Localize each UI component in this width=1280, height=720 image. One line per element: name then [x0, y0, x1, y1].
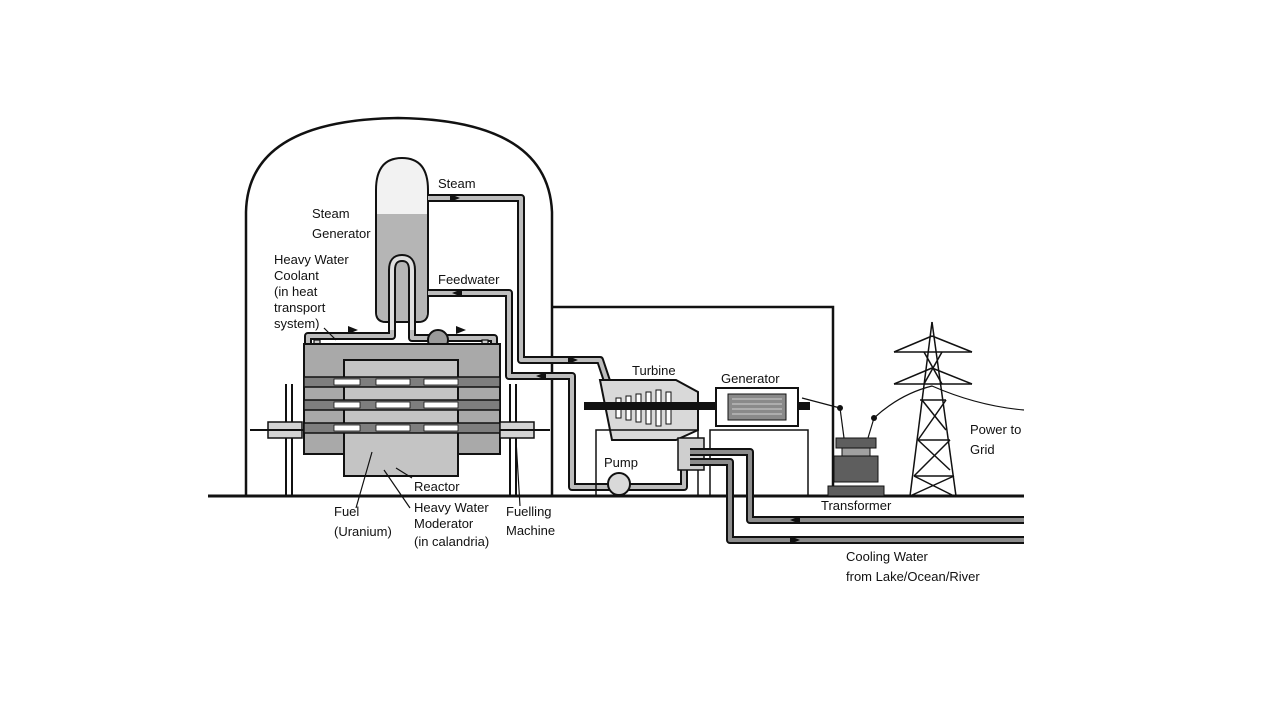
label-transformer: Transformer	[821, 498, 892, 513]
steam-pipe	[428, 194, 616, 398]
label-steam-generator-1: Steam	[312, 206, 350, 221]
feedwater-pump	[607, 472, 631, 496]
label-moderator-3: (in calandria)	[414, 534, 489, 549]
label-power-2: Grid	[970, 442, 995, 457]
label-turbine: Turbine	[632, 363, 676, 378]
transformer	[801, 397, 885, 497]
turbine-building	[552, 305, 835, 496]
label-moderator-1: Heavy Water	[414, 500, 489, 515]
leader-lines	[323, 327, 521, 509]
cooling-water-pipe	[677, 437, 1024, 544]
label-cooling-1: Cooling Water	[846, 549, 929, 564]
turbine-shaft	[584, 402, 810, 410]
transmission-pylon	[893, 321, 973, 497]
label-fuel-1: Fuel	[334, 504, 359, 519]
fuelling-machine-right	[499, 384, 550, 496]
label-reactor: Reactor	[414, 479, 460, 494]
label-moderator-2: Moderator	[414, 516, 474, 531]
labels: Steam Steam Generator Feedwater Heavy Wa…	[274, 176, 1021, 584]
label-fuel-2: (Uranium)	[334, 524, 392, 539]
label-hw-coolant-1: Heavy Water	[274, 252, 349, 267]
label-feedwater: Feedwater	[438, 272, 500, 287]
label-hw-coolant-4: transport	[274, 300, 326, 315]
label-fuelling-2: Machine	[506, 523, 555, 538]
label-hw-coolant-5: system)	[274, 316, 320, 331]
label-hw-coolant-2: Coolant	[274, 268, 319, 283]
generator	[715, 387, 802, 427]
label-power-1: Power to	[970, 422, 1021, 437]
label-generator: Generator	[721, 371, 780, 386]
fuelling-machine-left	[250, 384, 304, 496]
label-steam: Steam	[438, 176, 476, 191]
containment-building	[244, 116, 554, 496]
steam-generator	[375, 156, 429, 330]
power-line	[873, 385, 1025, 419]
label-pump: Pump	[604, 455, 638, 470]
label-cooling-2: from Lake/Ocean/River	[846, 569, 980, 584]
reactor-calandria	[303, 343, 501, 477]
label-steam-generator-2: Generator	[312, 226, 371, 241]
label-hw-coolant-3: (in heat	[274, 284, 318, 299]
label-fuelling-1: Fuelling	[506, 504, 552, 519]
